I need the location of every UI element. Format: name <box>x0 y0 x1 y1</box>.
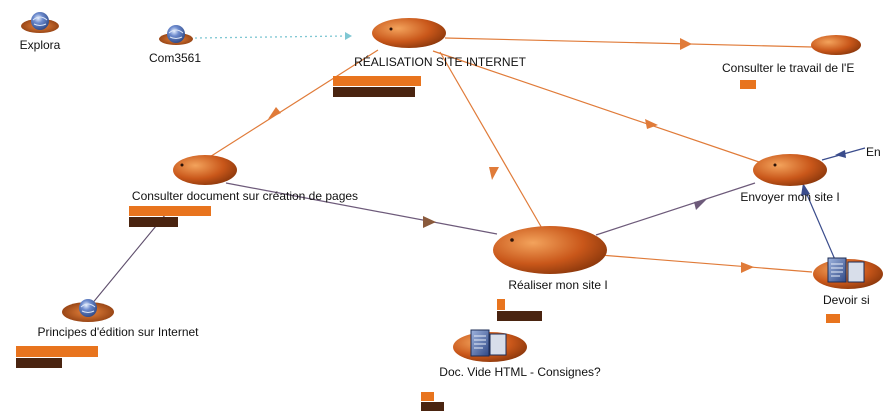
link-consulter-document-to-realiser <box>225 182 498 235</box>
progress-bar-orange <box>740 80 756 89</box>
link-realisation-to-consulter-document <box>204 49 379 161</box>
globe-icon <box>79 299 97 317</box>
node-label: Com3561 <box>149 51 201 65</box>
node-label: En <box>866 145 881 159</box>
node-ellipse <box>811 35 861 55</box>
node-dot <box>510 238 514 242</box>
progress-bar-dark <box>16 358 62 368</box>
node-label: Principes d'édition sur Internet <box>37 325 199 339</box>
node-realiser-mon-site[interactable]: Réaliser mon site I <box>493 226 608 321</box>
node-dot <box>773 163 777 167</box>
node-label: RÉALISATION SITE INTERNET <box>354 54 526 69</box>
node-doc-vide-html[interactable]: Doc. Vide HTML - Consignes? <box>421 329 601 411</box>
link-arrowhead <box>694 199 707 210</box>
progress-bar-orange <box>333 76 421 86</box>
link-realisation-to-envoyer <box>432 50 763 164</box>
node-ellipse <box>493 226 607 274</box>
globe-meridian-icon <box>32 16 48 26</box>
node-devoir[interactable]: Devoir si <box>813 257 883 323</box>
node-label: Explora <box>20 38 61 52</box>
node-label: Réaliser mon site I <box>508 278 607 292</box>
link-arrowhead <box>268 107 281 119</box>
node-dot <box>180 163 184 167</box>
link-realisation-to-realiser <box>439 51 544 231</box>
node-label: Devoir si <box>823 293 870 307</box>
document-icon <box>827 257 847 283</box>
node-label: Consulter le travail de l'E <box>722 61 854 75</box>
node-en-partial[interactable]: En <box>866 145 881 159</box>
node-label: Envoyer mon site I <box>740 190 839 204</box>
link-arrowhead <box>645 119 658 129</box>
document-icon <box>470 329 490 357</box>
node-ellipse <box>753 154 827 186</box>
link-devoir-to-envoyer <box>804 189 837 263</box>
link-com3561-to-realisation <box>194 35 348 39</box>
progress-bar-orange <box>16 346 98 357</box>
link-arrowhead <box>835 150 846 158</box>
link-realiser-to-envoyer <box>595 182 756 236</box>
progress-bar-orange <box>497 299 505 310</box>
document-icon <box>489 333 507 356</box>
link-arrowhead <box>345 32 352 40</box>
link-realisation-to-consulter-travail <box>444 37 813 48</box>
node-principes-edition[interactable]: Principes d'édition sur Internet <box>16 299 199 368</box>
document-icon <box>847 261 865 283</box>
globe-meridian-icon <box>168 29 184 39</box>
progress-bar-dark <box>129 217 178 227</box>
progress-bar-orange <box>826 314 840 323</box>
node-ellipse <box>372 18 446 48</box>
progress-bar-dark <box>421 402 444 411</box>
node-realisation-site-internet[interactable]: RÉALISATION SITE INTERNET <box>333 18 527 97</box>
node-ellipse <box>173 155 237 185</box>
node-dot <box>389 27 393 31</box>
link-arrowhead <box>801 183 810 196</box>
node-consulter-travail[interactable]: Consulter le travail de l'E <box>722 35 861 89</box>
node-consulter-document[interactable]: Consulter document sur création de pages <box>129 155 358 227</box>
progress-bar-orange <box>129 206 211 216</box>
progress-bar-dark <box>497 311 542 321</box>
globe-icon <box>31 12 49 30</box>
node-envoyer-mon-site[interactable]: Envoyer mon site I <box>740 154 840 204</box>
progress-bar-dark <box>333 87 415 97</box>
node-explora[interactable]: Explora <box>20 12 61 52</box>
link-arrowhead <box>423 216 436 228</box>
link-arrowhead <box>741 262 754 273</box>
globe-icon <box>167 25 185 43</box>
globe-meridian-icon <box>80 303 96 313</box>
link-arrowhead <box>680 38 692 50</box>
node-label: Consulter document sur création de pages <box>132 189 358 203</box>
node-com3561[interactable]: Com3561 <box>149 25 201 65</box>
node-label: Doc. Vide HTML - Consignes? <box>439 365 601 379</box>
link-realiser-to-devoir <box>599 254 813 273</box>
link-arrowhead <box>489 167 499 180</box>
progress-bar-orange <box>421 392 434 401</box>
